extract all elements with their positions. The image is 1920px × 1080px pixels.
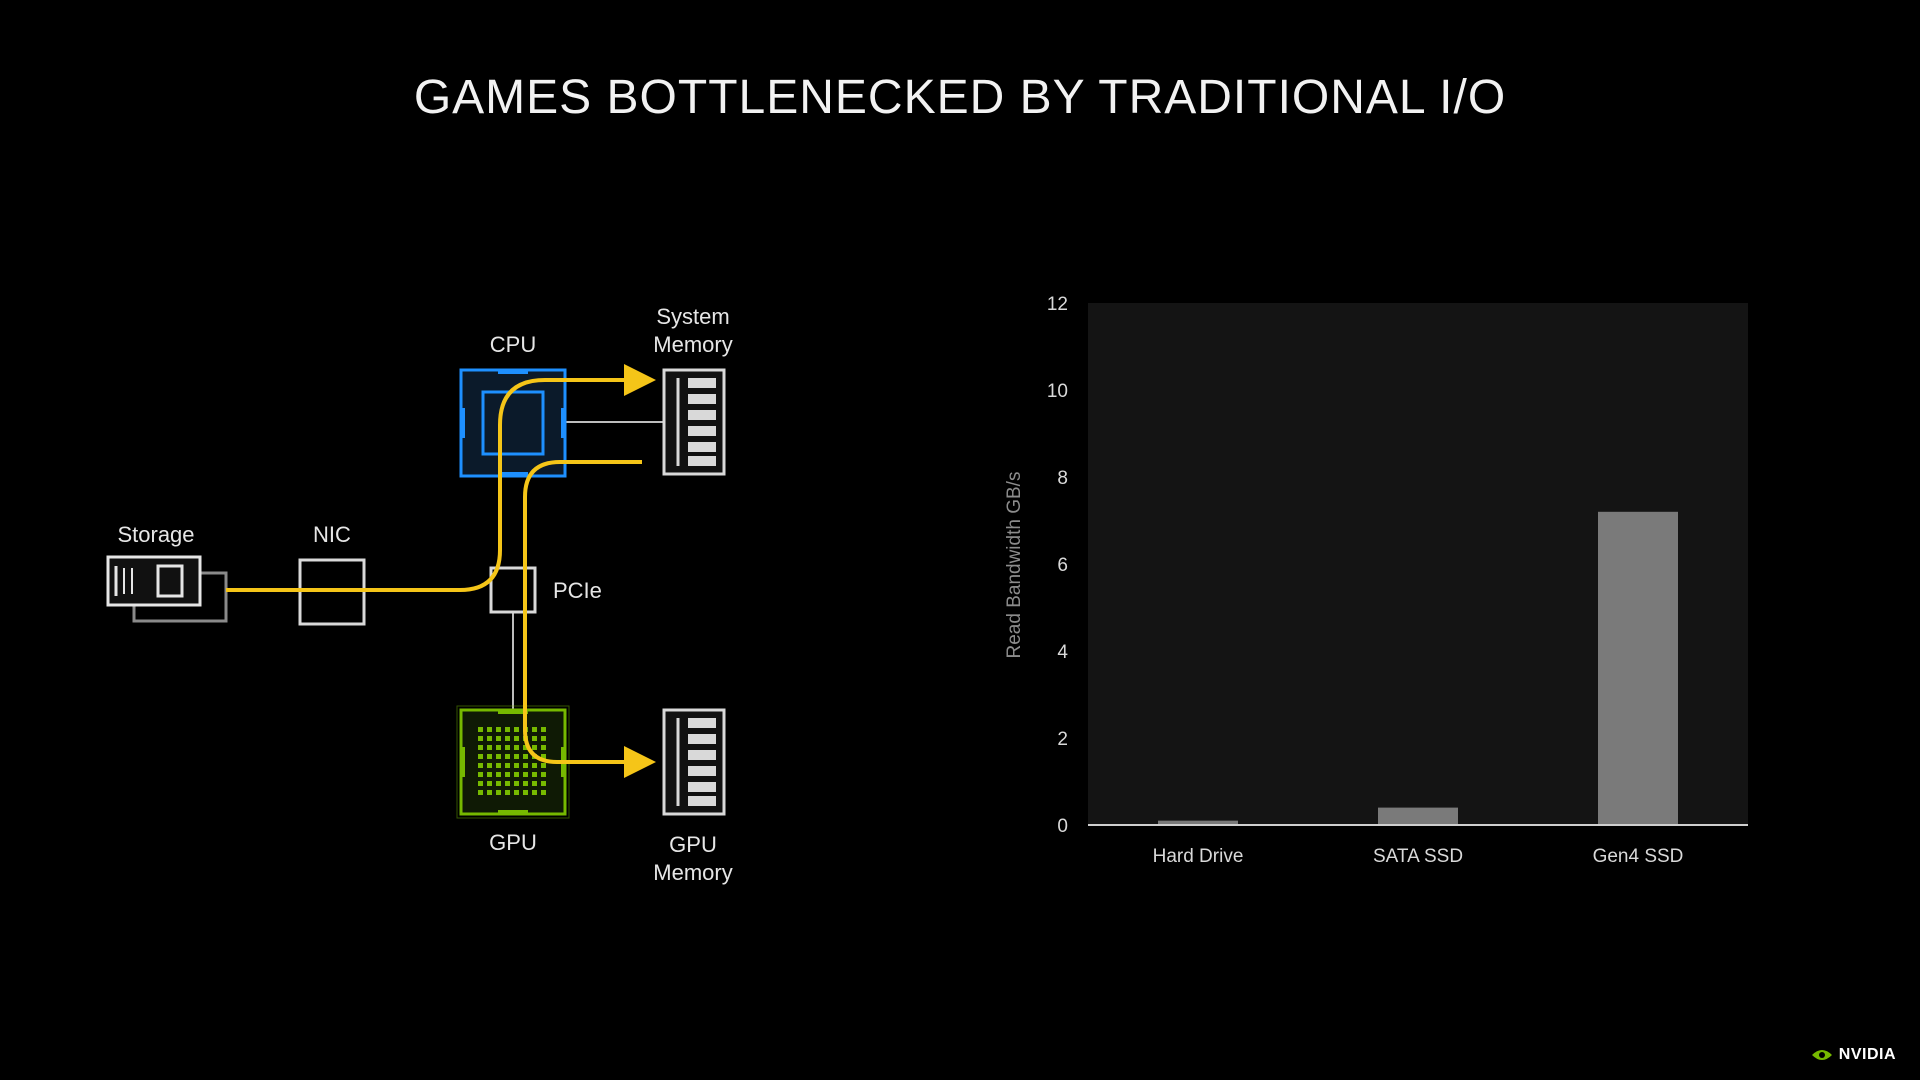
cpu-label: CPU — [490, 332, 536, 357]
x-tick-label: SATA SSD — [1373, 846, 1463, 867]
gpu-label: GPU — [489, 830, 537, 855]
pcie-label: PCIe — [553, 578, 602, 603]
system-memory-label-line2: Memory — [653, 332, 732, 357]
bar — [1378, 807, 1458, 825]
bar — [1158, 820, 1238, 825]
y-axis-title: Read Bandwidth GB/s — [1004, 472, 1025, 659]
x-tick-label: Gen4 SSD — [1593, 846, 1684, 867]
gpu-memory-icon — [662, 708, 726, 816]
path-storage-to-system-memory — [226, 364, 656, 592]
y-tick-label: 8 — [1057, 468, 1068, 489]
nvidia-logo-text: NVIDIA — [1838, 1046, 1896, 1063]
gpu-memory-label-line2: Memory — [653, 860, 732, 885]
y-tick-label: 10 — [1047, 381, 1068, 402]
nvidia-logo: NVIDIA — [1811, 1046, 1896, 1064]
path-system-memory-to-gpu-memory — [523, 460, 656, 778]
system-memory-icon — [662, 368, 726, 476]
slide-title: GAMES BOTTLENECKED BY TRADITIONAL I/O — [413, 71, 1507, 124]
y-tick-label: 0 — [1057, 816, 1068, 837]
pcie-box — [489, 566, 537, 614]
y-tick-label: 2 — [1057, 729, 1068, 750]
y-tick-label: 12 — [1047, 294, 1068, 315]
bar — [1598, 511, 1678, 825]
x-tick-label: Hard Drive — [1153, 846, 1244, 867]
y-tick-label: 4 — [1057, 642, 1068, 663]
storage-label: Storage — [117, 522, 194, 547]
cpu-chip-icon — [459, 368, 567, 478]
nvidia-eye-icon — [1811, 1050, 1832, 1060]
y-tick-label: 6 — [1057, 555, 1068, 576]
storage-icon — [106, 555, 228, 623]
gpu-memory-label-line1: GPU — [669, 832, 717, 857]
system-memory-label-line1: System — [656, 304, 729, 329]
nic-label: NIC — [313, 522, 351, 547]
